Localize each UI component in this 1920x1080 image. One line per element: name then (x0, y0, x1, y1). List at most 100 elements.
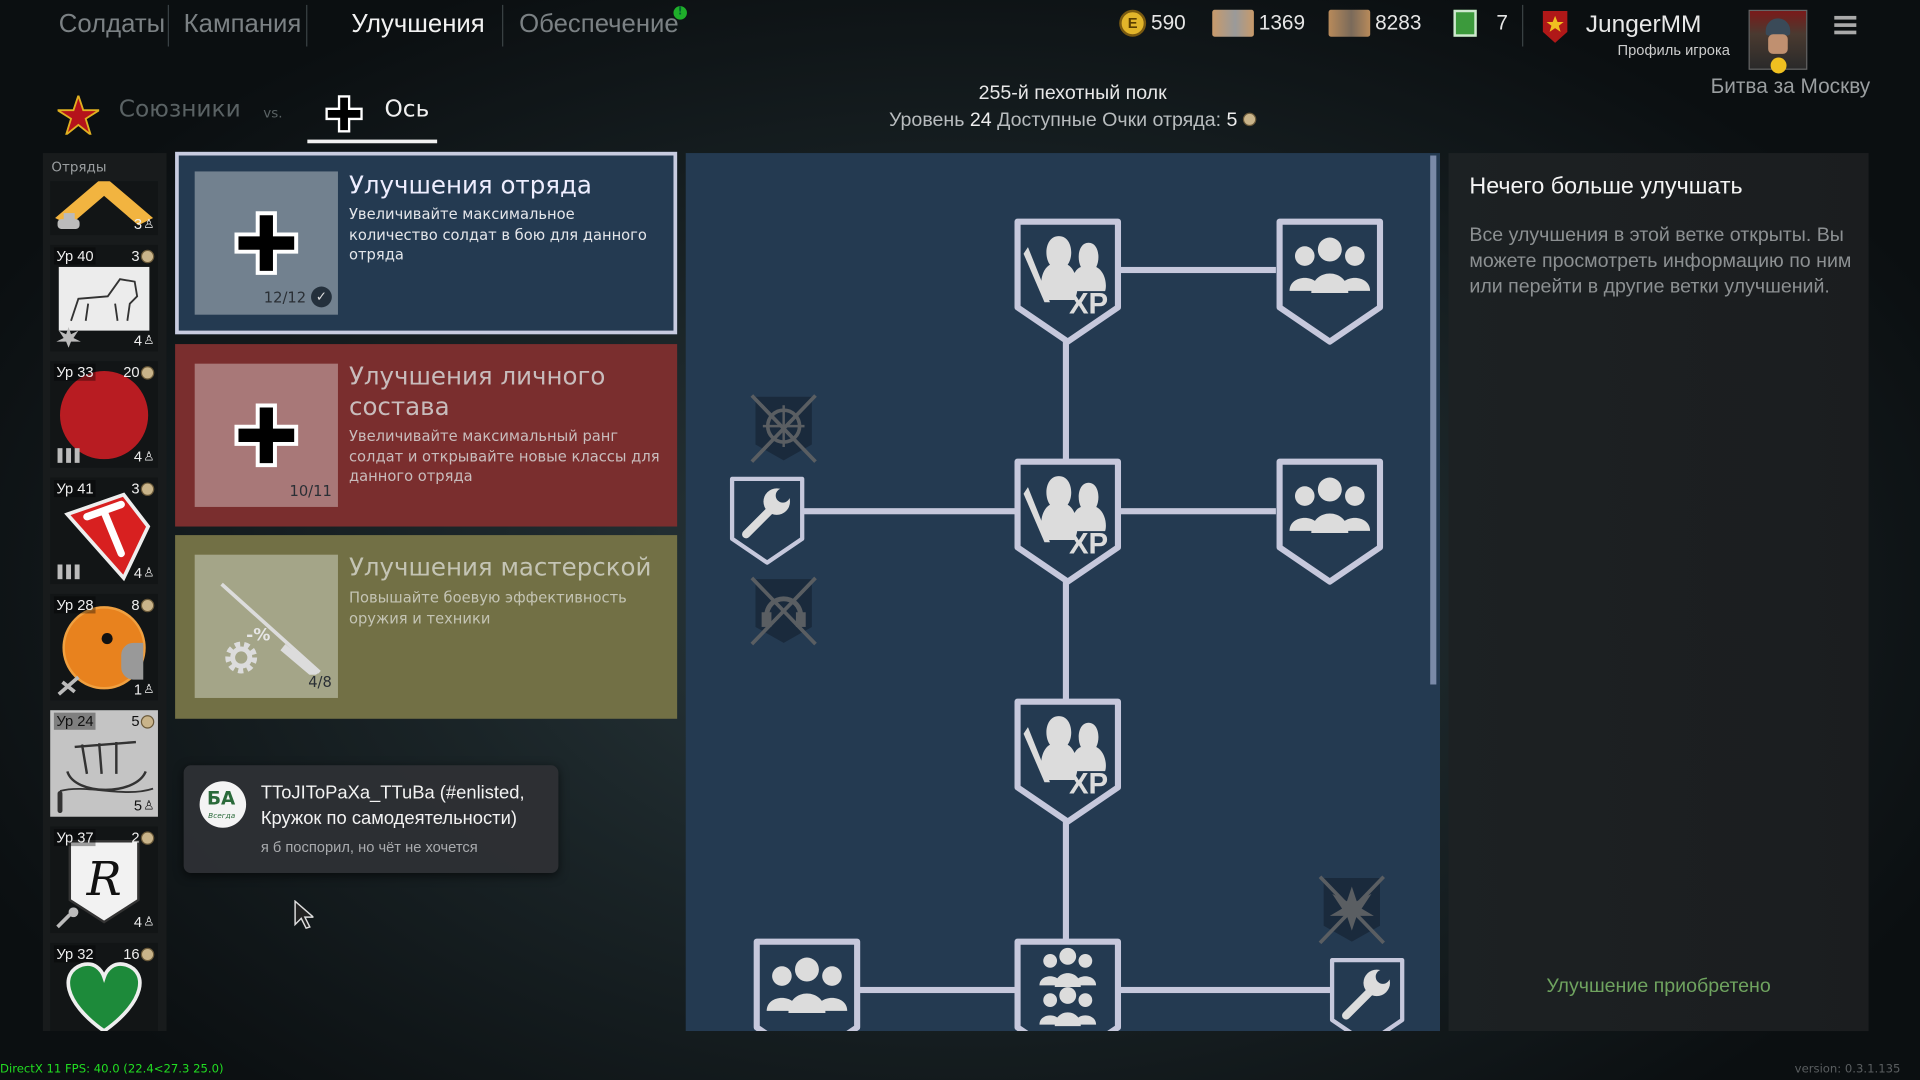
squad-card[interactable]: Ур 40 3 4♙ (50, 244, 158, 352)
level-label: Уровень (888, 110, 965, 132)
tab-supply[interactable]: Обеспечение (519, 9, 679, 38)
weapon-orders-value: 1369 (1258, 11, 1306, 35)
squad-size-value: 4 (133, 564, 143, 582)
squad-point-icon (140, 714, 155, 728)
card-personnel-upgrades[interactable]: 10/11 Улучшения личного состава Увеличив… (175, 344, 678, 527)
squad-point-icon (140, 830, 155, 845)
progress-text: 12/12 (263, 288, 307, 306)
squad-card[interactable]: 3♙ (50, 181, 158, 236)
tab-upgrades[interactable]: Улучшения (351, 9, 485, 38)
upgrade-node-xp[interactable]: XP (1013, 218, 1123, 348)
tab-campaign[interactable]: Кампания (183, 9, 302, 38)
rifle-icon (220, 582, 321, 675)
card-workshop-upgrades[interactable]: -% 4/8 Улучшения мастерской Повышайте бо… (175, 535, 678, 719)
card-squad-upgrades[interactable]: 12/12✓ Улучшения отряда Увеличивайте мак… (175, 151, 678, 335)
squad-point-icon (1242, 112, 1257, 127)
squad-points-value: 8 (131, 596, 140, 614)
menu-icon[interactable] (1834, 15, 1857, 35)
iron-cross-icon (234, 403, 299, 468)
gold-balance[interactable]: E 590 (1119, 9, 1186, 37)
squad-level: Ур 24 (53, 712, 97, 730)
tab-soldiers[interactable]: Солдаты (58, 9, 166, 38)
upgrade-node-wrench[interactable] (729, 476, 806, 567)
card-title: Улучшения личного состава (348, 361, 606, 422)
tree-scrollbar[interactable] (1430, 155, 1437, 685)
squad-level: Ур 41 (53, 480, 97, 498)
squad-size: 5♙ (134, 797, 154, 814)
tree-connector (1116, 266, 1276, 274)
card-description: Повышайте боевую эффективность оружия и … (348, 588, 627, 627)
allies-tab[interactable]: Союзники (118, 95, 241, 123)
upgrade-node-squad-size[interactable] (1275, 218, 1385, 348)
plane-icon (55, 675, 82, 697)
upgrade-tree[interactable]: XP XP XP (685, 153, 1441, 1032)
person-icon: ♙ (143, 915, 155, 929)
rank-badge-icon[interactable] (1542, 10, 1569, 44)
divider (502, 4, 504, 47)
person-icon: ♙ (143, 450, 155, 464)
fps-counter: DirectX 11 FPS: 40.0 (22.4<27.3 25.0) (0, 1062, 224, 1077)
helmet-shape (1765, 18, 1791, 36)
upgrade-node-xp[interactable]: XP (1013, 458, 1123, 588)
card-progress: 12/12✓ (263, 286, 332, 308)
boosters-balance[interactable]: 7 (1453, 9, 1508, 37)
squad-size: 1♙ (134, 681, 154, 698)
chat-notification-toast[interactable]: БА Всегда TToJIToPaXa_TTuBa (#enlisted, … (183, 765, 559, 874)
squad-points: 8 (131, 596, 155, 614)
squad-level: Ур 37 (53, 828, 97, 847)
mouse-cursor-icon (294, 900, 314, 930)
weapon-order-icon (1212, 9, 1254, 37)
squad-points-value: 2 (131, 828, 140, 847)
upgrade-status: Улучшение приобретено (1546, 975, 1771, 997)
toast-message: я б поспорил, но чёт не хочется (260, 838, 478, 856)
axis-tab[interactable]: Ось (384, 95, 430, 123)
weapon-orders-balance[interactable]: 1369 (1212, 9, 1306, 37)
squad-size-value: 1 (133, 680, 143, 698)
campaign-name[interactable]: Битва за Москву (1710, 74, 1871, 98)
person-icon: ♙ (143, 566, 155, 580)
squad-size-value: 4 (133, 331, 143, 349)
squad-points: 20 (123, 363, 155, 381)
svg-text:R: R (86, 852, 122, 906)
squad-level: Ур 33 (53, 363, 97, 381)
vs-label: vs. (263, 105, 283, 122)
soviet-star-icon[interactable] (57, 95, 100, 135)
person-icon: ♙ (143, 333, 155, 348)
tree-connector (802, 508, 1017, 515)
upgrade-node-wrench[interactable] (1329, 958, 1406, 1031)
profile-link[interactable]: Профиль игрока (1617, 41, 1730, 59)
squad-point-icon (140, 947, 155, 961)
gold-value: 590 (1151, 11, 1186, 35)
iron-cross-icon (234, 211, 299, 275)
avatar-text: БА (206, 787, 236, 810)
face-shape (1768, 34, 1788, 54)
squad-size: 3♙ (134, 216, 154, 233)
person-icon: ♙ (143, 682, 155, 697)
squad-points-value: 20 (123, 363, 140, 381)
squad-points: 3 (131, 247, 155, 264)
upgrade-node-xp[interactable]: XP (1013, 698, 1123, 828)
upgrade-node-squad-size[interactable] (1275, 458, 1385, 588)
soldier-orders-balance[interactable]: 8283 (1328, 9, 1421, 37)
player-avatar[interactable] (1748, 9, 1808, 74)
squad-size: 4♙ (134, 564, 154, 581)
iron-cross-icon (325, 95, 363, 133)
upgrade-node-squad-size[interactable] (752, 938, 862, 1031)
details-title: Нечего больше улучшать (1469, 173, 1743, 200)
upgrade-node-squad-large[interactable] (1013, 938, 1123, 1031)
squad-point-icon (140, 598, 155, 612)
player-name[interactable]: JungerMM (1585, 11, 1702, 38)
divider (306, 4, 308, 47)
squad-level: Ур 40 (53, 247, 97, 265)
person-icon: ♙ (143, 798, 155, 813)
ammo-icon (55, 558, 82, 580)
squad-point-icon (140, 249, 155, 263)
